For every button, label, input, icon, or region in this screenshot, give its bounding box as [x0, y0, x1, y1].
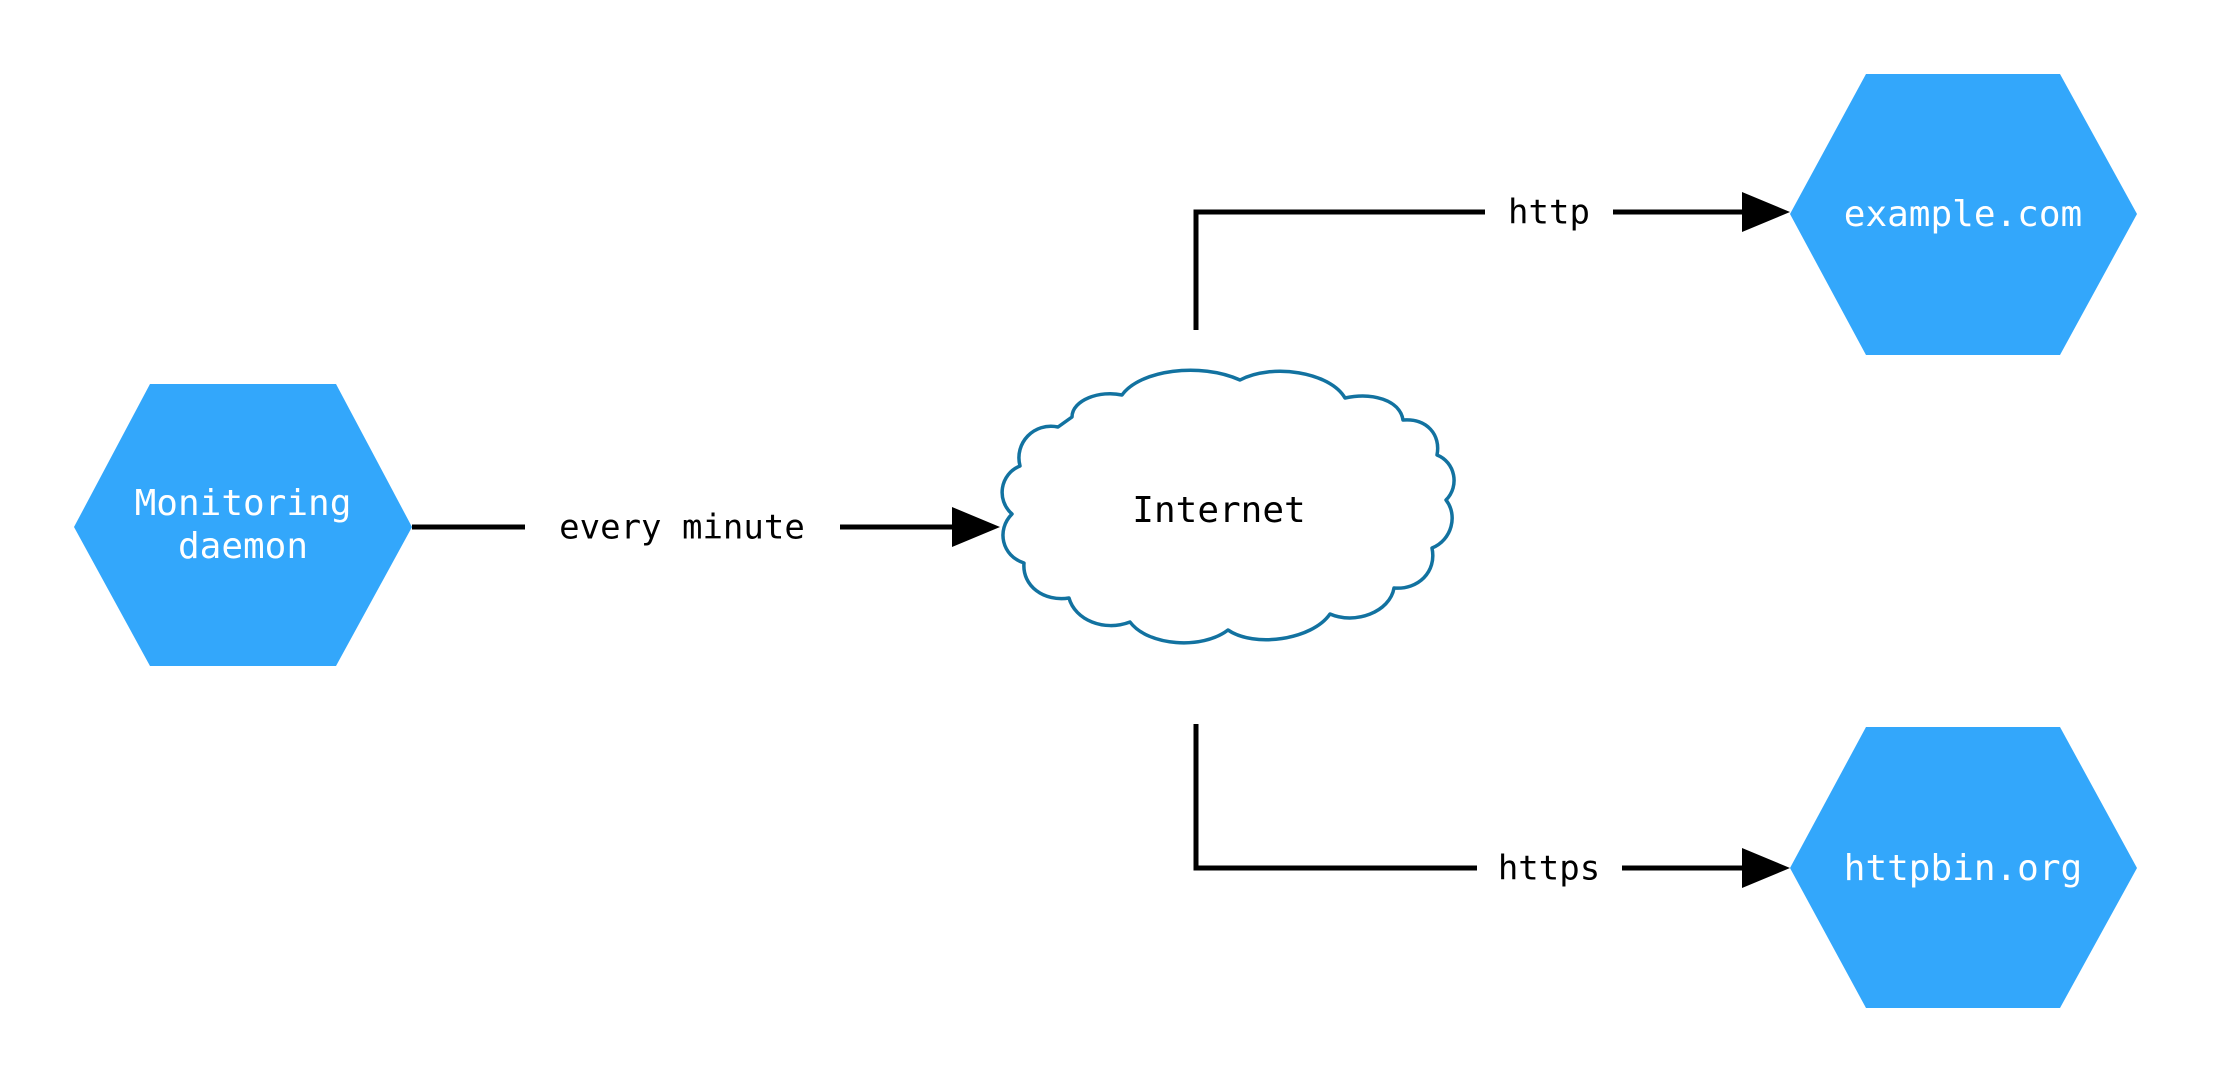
edge-label-every-minute: every minute: [559, 508, 805, 548]
node-monitoring-daemon-label-line2: daemon: [178, 526, 308, 567]
edge-daemon-to-internet-arrowhead: [952, 507, 1000, 547]
node-internet-shape: [1000, 368, 1456, 645]
node-internet[interactable]: Internet: [1000, 368, 1456, 645]
edge-internet-to-example[interactable]: http: [1193, 192, 1790, 330]
node-httpbin-org[interactable]: httpbin.org: [1790, 727, 2137, 1008]
edge-label-https: https: [1498, 849, 1600, 889]
node-monitoring-daemon-label-line1: Monitoring: [135, 483, 352, 524]
edge-internet-to-example-arrowhead: [1742, 192, 1790, 232]
edge-daemon-to-internet[interactable]: every minute: [412, 507, 1000, 548]
node-internet-label: Internet: [1132, 490, 1305, 531]
node-monitoring-daemon-shape: [74, 384, 412, 666]
node-httpbin-org-label: httpbin.org: [1844, 848, 2082, 889]
edge-internet-to-example-elbow: [1193, 209, 1485, 330]
edge-internet-to-httpbin-arrowhead: [1742, 848, 1790, 888]
node-example-com[interactable]: example.com: [1790, 74, 2137, 355]
node-httpbin-org-shape: [1790, 727, 2137, 1008]
edge-label-http: http: [1508, 193, 1590, 233]
edge-internet-to-httpbin-elbow: [1193, 724, 1477, 871]
edge-internet-to-httpbin[interactable]: https: [1193, 724, 1790, 889]
node-example-com-label: example.com: [1844, 194, 2082, 235]
node-example-com-shape: [1790, 74, 2137, 355]
node-monitoring-daemon[interactable]: Monitoring daemon: [74, 384, 412, 666]
